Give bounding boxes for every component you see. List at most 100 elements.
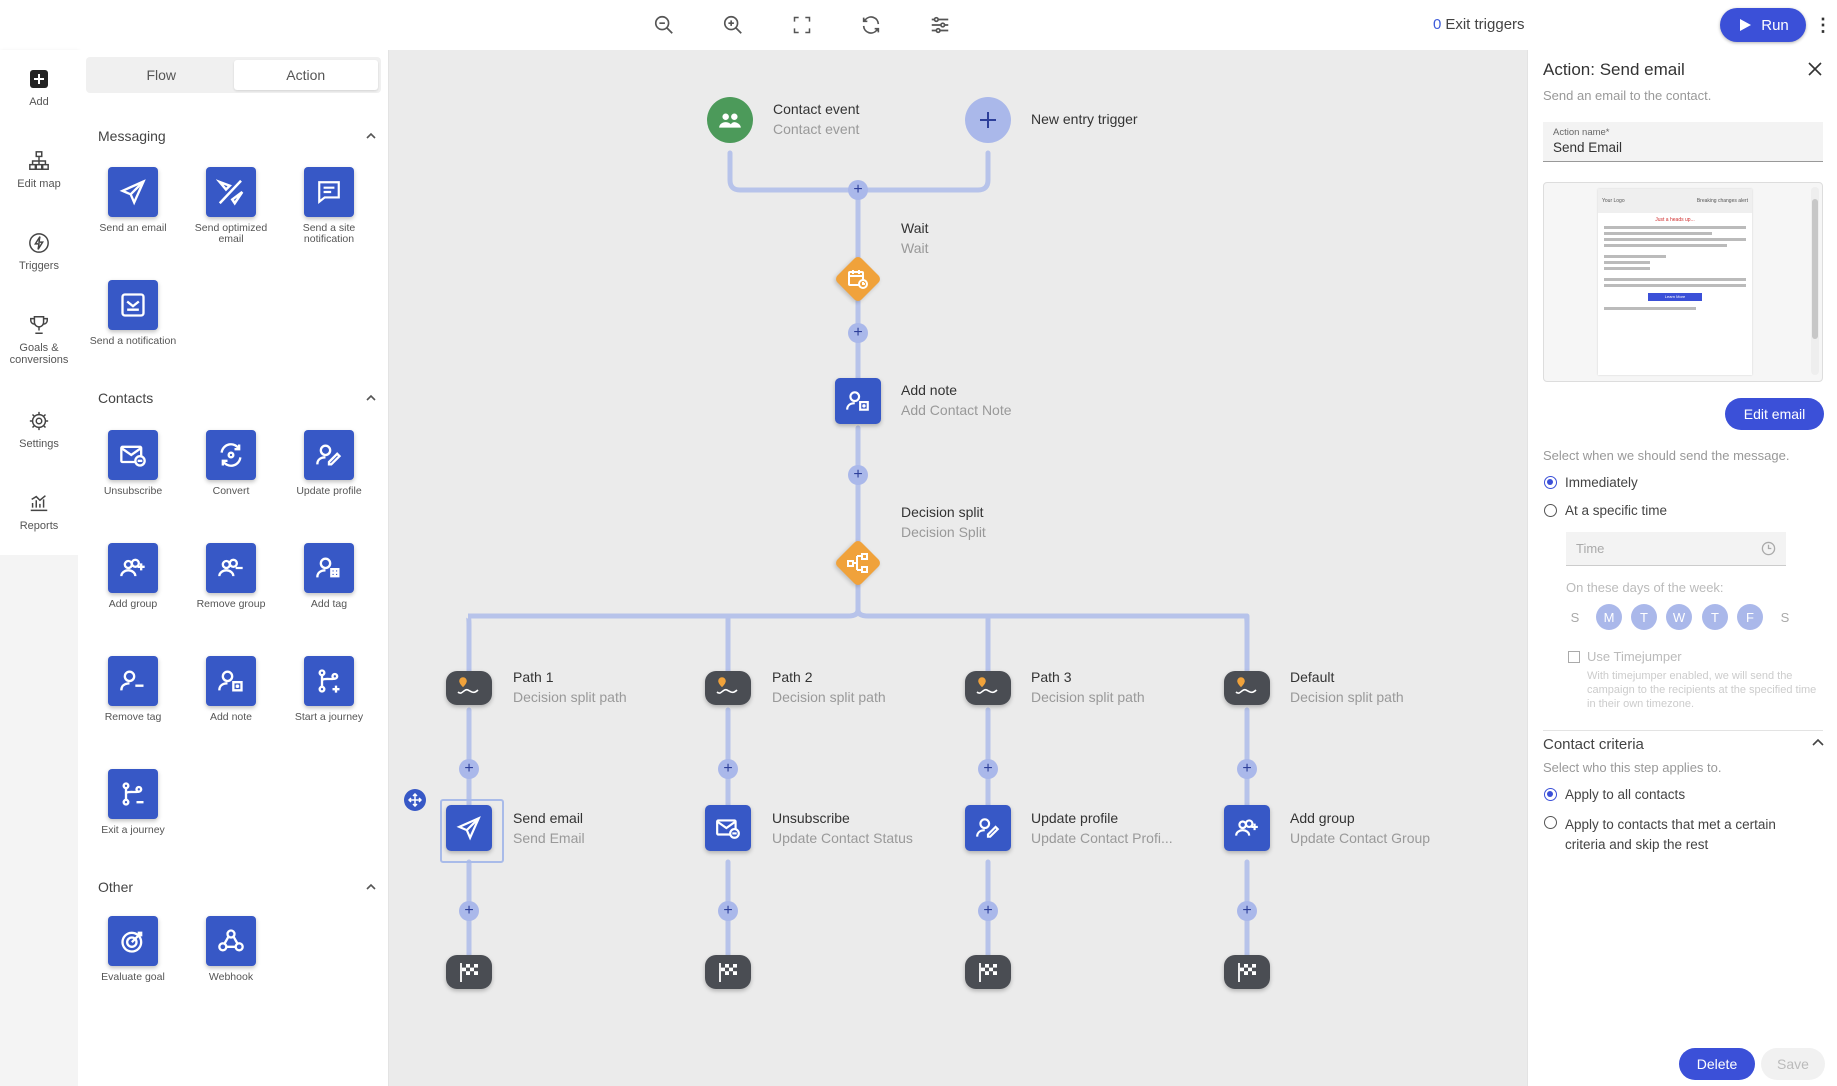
path-3-node[interactable]: [965, 671, 1011, 705]
add-step-button[interactable]: +: [459, 901, 479, 921]
unsubscribe-node[interactable]: [705, 805, 751, 851]
palette-item-remove-group[interactable]: Remove group: [181, 543, 281, 610]
add-group-node[interactable]: [1224, 805, 1270, 851]
chevron-up-icon[interactable]: [365, 881, 377, 893]
palette-item-webhook[interactable]: Webhook: [181, 916, 281, 983]
save-button[interactable]: Save: [1761, 1048, 1825, 1080]
day-sunday[interactable]: S: [1570, 609, 1580, 625]
node-subtitle: Contact event: [773, 121, 860, 137]
apply-all-radio[interactable]: [1544, 788, 1557, 801]
palette-item-exit-journey[interactable]: Exit a journey: [83, 769, 183, 836]
more-menu-icon[interactable]: ⋮: [1814, 14, 1832, 35]
time-input[interactable]: Time: [1566, 532, 1786, 566]
run-button[interactable]: Run: [1720, 8, 1806, 42]
rail-item-add[interactable]: Add: [0, 66, 78, 108]
node-subtitle: Wait: [901, 240, 929, 256]
add-step-button[interactable]: +: [848, 180, 868, 200]
immediately-radio[interactable]: [1544, 476, 1557, 489]
timejumper-checkbox[interactable]: [1568, 651, 1580, 663]
apply-criteria-radio[interactable]: [1544, 816, 1557, 829]
chevron-up-icon[interactable]: [365, 392, 377, 404]
day-saturday[interactable]: S: [1780, 609, 1790, 625]
palette-item-convert[interactable]: Convert: [181, 430, 281, 497]
new-entry-trigger-node[interactable]: [965, 97, 1011, 143]
refresh-icon[interactable]: [857, 11, 885, 39]
action-palette: Flow Action Messaging Send an email Send…: [78, 50, 389, 1086]
mail-minus-icon: [108, 430, 158, 480]
section-title-messaging: Messaging: [98, 128, 166, 144]
palette-item-site-notification[interactable]: Send a site notification: [279, 167, 379, 245]
add-step-button[interactable]: +: [848, 323, 868, 343]
palette-item-send-email[interactable]: Send an email: [83, 167, 183, 234]
palette-item-unsubscribe[interactable]: Unsubscribe: [83, 430, 183, 497]
filter-icon[interactable]: [926, 11, 954, 39]
exit-node[interactable]: [965, 955, 1011, 989]
day-tuesday[interactable]: T: [1631, 604, 1657, 630]
preview-scrollbar[interactable]: [1811, 187, 1819, 375]
add-step-button[interactable]: +: [978, 901, 998, 921]
panel-subtitle: Send an email to the contact.: [1543, 88, 1712, 103]
palette-item-start-journey[interactable]: Start a journey: [279, 656, 379, 723]
day-friday[interactable]: F: [1737, 604, 1763, 630]
journey-canvas[interactable]: Contact event Contact event New entry tr…: [389, 50, 1527, 1086]
move-handle-icon[interactable]: [404, 789, 426, 811]
specific-time-radio[interactable]: [1544, 504, 1557, 517]
criteria-title: Contact criteria: [1543, 736, 1644, 753]
message-square-icon: [304, 167, 354, 217]
add-step-button[interactable]: +: [1237, 759, 1257, 779]
exit-node[interactable]: [705, 955, 751, 989]
rail-item-reports[interactable]: Reports: [0, 490, 78, 532]
send-email-node[interactable]: [446, 805, 492, 851]
palette-item-send-notification[interactable]: Send a notification: [83, 280, 183, 347]
palette-item-send-optimized-email[interactable]: Send optimized email: [181, 167, 281, 245]
play-icon: [1740, 19, 1752, 31]
day-monday[interactable]: M: [1596, 604, 1622, 630]
tab-flow[interactable]: Flow: [146, 67, 177, 83]
chevron-up-icon[interactable]: [1811, 736, 1825, 750]
chevron-up-icon[interactable]: [365, 130, 377, 142]
users-icon: [719, 113, 741, 128]
action-name-field[interactable]: Action name* Send Email: [1543, 122, 1823, 162]
bolt-icon: [0, 230, 78, 256]
add-step-button[interactable]: +: [718, 759, 738, 779]
day-thursday[interactable]: T: [1702, 604, 1728, 630]
target-icon: [108, 916, 158, 966]
node-title: Unsubscribe: [772, 810, 850, 826]
rail-item-triggers[interactable]: Triggers: [0, 230, 78, 272]
exit-node[interactable]: [1224, 955, 1270, 989]
path-1-node[interactable]: [446, 671, 492, 705]
contact-event-node[interactable]: [707, 97, 753, 143]
user-tag-minus-icon: [108, 656, 158, 706]
palette-item-add-note[interactable]: Add note: [181, 656, 281, 723]
palette-item-evaluate-goal[interactable]: Evaluate goal: [83, 916, 183, 983]
fullscreen-icon[interactable]: [788, 11, 816, 39]
delete-button[interactable]: Delete: [1679, 1048, 1755, 1080]
rail-item-edit-map[interactable]: Edit map: [0, 148, 78, 190]
add-step-button[interactable]: +: [459, 759, 479, 779]
path-2-node[interactable]: [705, 671, 751, 705]
rail-item-settings[interactable]: Settings: [0, 408, 78, 450]
mail-box-icon: [108, 280, 158, 330]
add-note-node[interactable]: [835, 378, 881, 424]
tab-action[interactable]: Action: [233, 60, 378, 90]
zoom-in-icon[interactable]: [719, 11, 747, 39]
add-step-button[interactable]: +: [978, 759, 998, 779]
selection-outline: [440, 799, 504, 863]
edit-email-button[interactable]: Edit email: [1725, 398, 1824, 430]
palette-item-add-tag[interactable]: Add tag: [279, 543, 379, 610]
update-profile-node[interactable]: [965, 805, 1011, 851]
add-step-button[interactable]: +: [1237, 901, 1257, 921]
exit-node[interactable]: [446, 955, 492, 989]
palette-item-update-profile[interactable]: Update profile: [279, 430, 379, 497]
palette-item-remove-tag[interactable]: Remove tag: [83, 656, 183, 723]
add-step-button[interactable]: +: [848, 465, 868, 485]
close-icon[interactable]: [1806, 60, 1824, 78]
palette-item-add-group[interactable]: Add group: [83, 543, 183, 610]
default-path-node[interactable]: [1224, 671, 1270, 705]
zoom-out-icon[interactable]: [650, 11, 678, 39]
day-wednesday[interactable]: W: [1666, 604, 1692, 630]
rail-item-goals[interactable]: Goals & conversions: [0, 312, 78, 366]
add-step-button[interactable]: +: [718, 901, 738, 921]
gear-icon: [0, 408, 78, 434]
